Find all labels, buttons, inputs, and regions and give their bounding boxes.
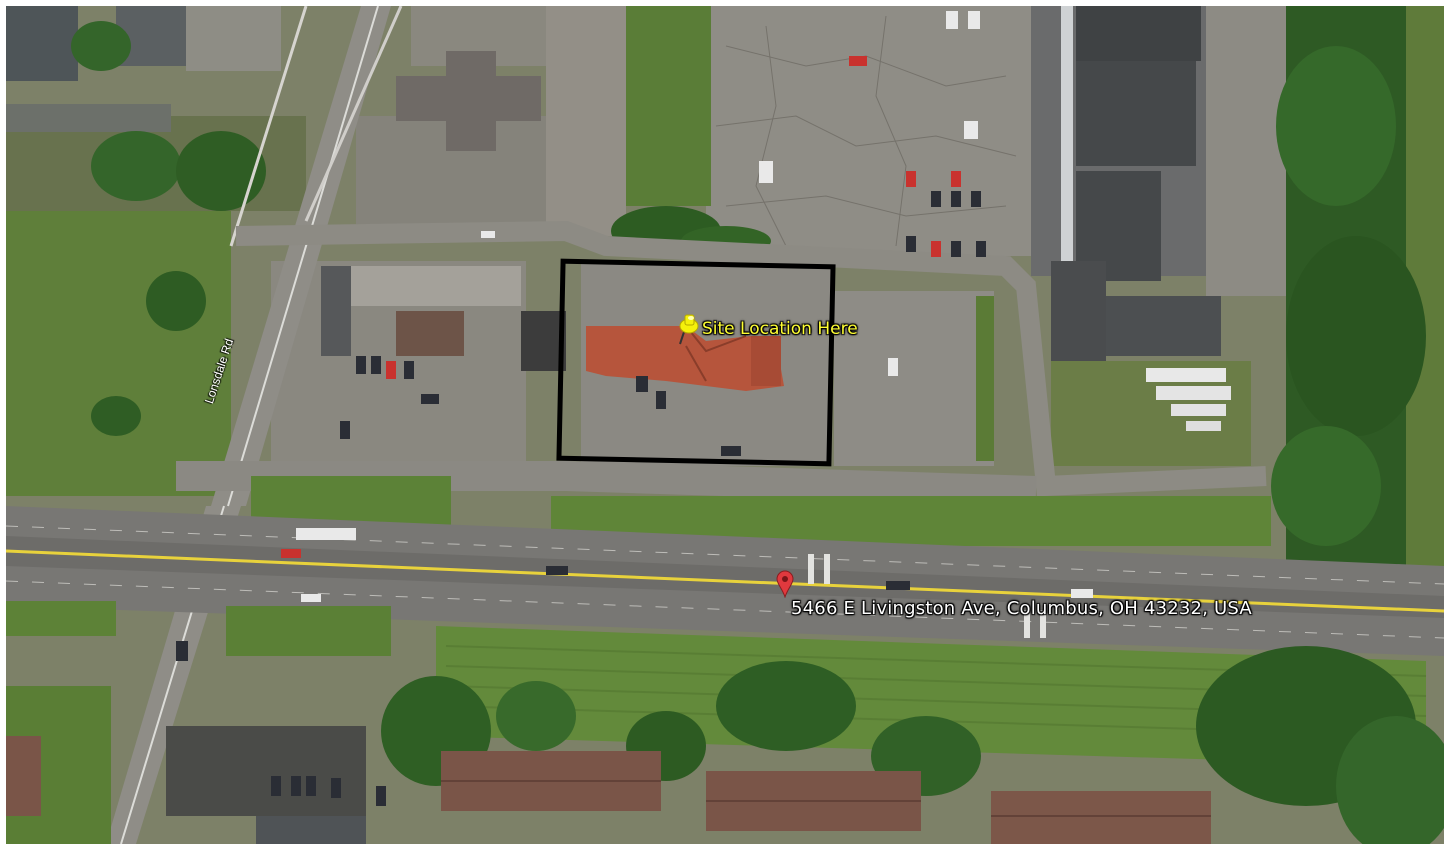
bus <box>296 528 356 540</box>
grass-strip <box>626 6 711 206</box>
building-roof <box>1106 296 1221 356</box>
building-roof <box>991 791 1211 844</box>
building-roof <box>1076 6 1201 61</box>
satellite-map[interactable]: Site Location Here 5466 E Livingston Ave… <box>6 6 1444 844</box>
grass-field-left <box>6 206 231 496</box>
parking-lot-large <box>706 6 1036 256</box>
satellite-imagery <box>6 6 1444 844</box>
building-roof <box>256 811 366 844</box>
building-roof <box>1076 61 1196 166</box>
tree <box>91 396 141 436</box>
site-location-box <box>556 258 836 467</box>
cars <box>296 11 1093 602</box>
building-roof <box>396 311 464 356</box>
address-label: 5466 E Livingston Ave, Columbus, OH 4323… <box>791 598 1252 619</box>
crosswalk <box>808 554 1046 638</box>
building-roof <box>446 51 496 151</box>
parking-lot <box>834 291 994 466</box>
center-line <box>6 549 1444 613</box>
parking-lot <box>166 726 366 816</box>
tree <box>146 271 206 331</box>
trees <box>91 131 181 201</box>
site-building-roof <box>586 326 784 391</box>
site-location-label: Site Location Here <box>702 319 858 339</box>
yellow-pushpin-icon[interactable] <box>676 312 702 346</box>
red-map-pin-icon[interactable] <box>776 570 794 598</box>
building-roof <box>6 6 78 81</box>
